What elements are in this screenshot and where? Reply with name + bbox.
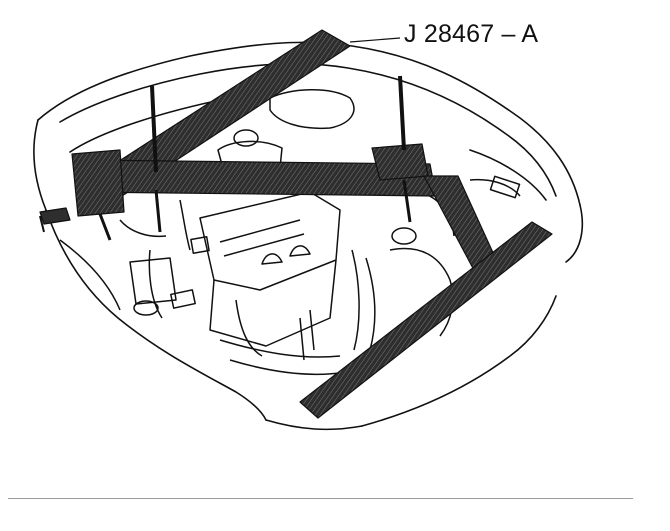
support-fixture <box>39 29 553 419</box>
tool-callout-label: J 28467 – A <box>404 20 539 48</box>
callout-leader <box>349 37 401 43</box>
bottom-divider <box>8 498 633 499</box>
engine-assembly <box>59 89 521 376</box>
engine-bay-outline <box>33 41 584 431</box>
